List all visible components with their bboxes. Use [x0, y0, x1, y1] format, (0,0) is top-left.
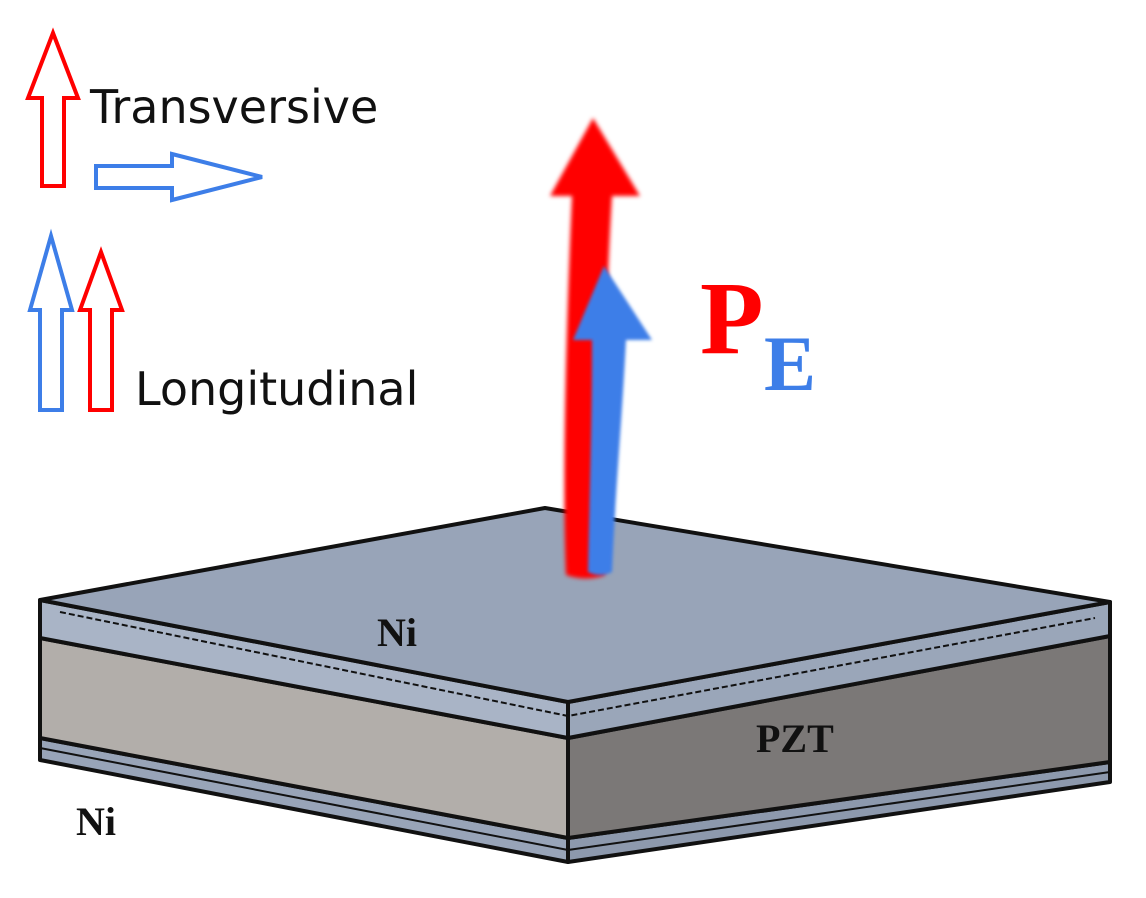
- top-ni-label: Ni: [377, 610, 417, 655]
- p-label: P: [700, 261, 764, 376]
- pzt-label: PZT: [756, 716, 834, 761]
- top-layer-interface-line: [59, 611, 1096, 717]
- longitudinal-blue-arrow-icon: [27, 228, 75, 412]
- e-blue-arrow: [573, 266, 652, 575]
- layer-stack: [38, 506, 1112, 864]
- top-surface: [38, 506, 1112, 704]
- transversive-red-arrow-icon: [25, 27, 81, 188]
- e-label: E: [764, 320, 816, 407]
- transversive-blue-arrow-icon: [94, 151, 263, 203]
- bottom-layer-interface-line: [39, 747, 1111, 851]
- vector-arrows: [550, 118, 652, 579]
- transversive-label: Transversive: [89, 80, 378, 134]
- bottom-ni-label: Ni: [76, 799, 116, 844]
- longitudinal-label: Longitudinal: [135, 362, 418, 416]
- longitudinal-red-arrow-icon: [77, 246, 125, 412]
- legend: Transversive Longitudinal: [25, 27, 418, 416]
